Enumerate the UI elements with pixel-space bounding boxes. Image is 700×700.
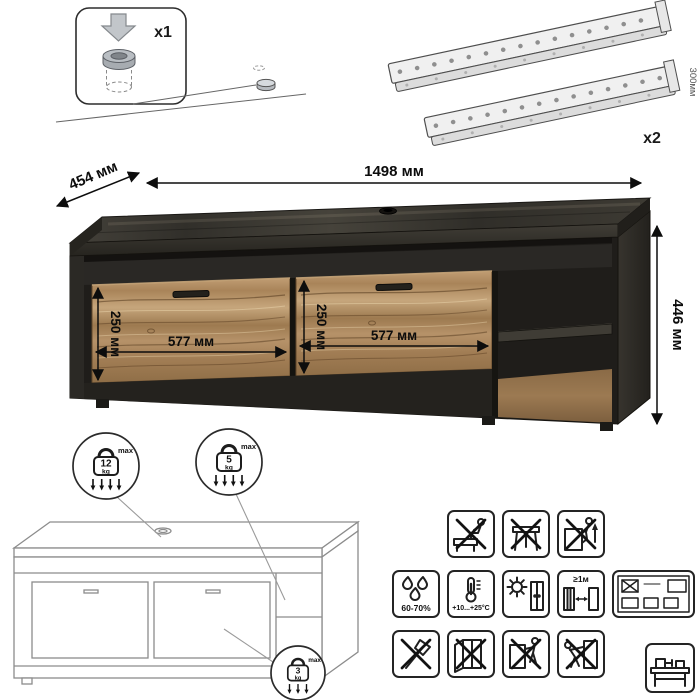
leader-drawer-load: [223, 628, 277, 665]
rails-qty-label: x2: [643, 130, 661, 147]
load-arrows: [90, 479, 122, 491]
rail-length-label: 300мм: [687, 68, 698, 97]
no-carry-alone-icon: [502, 630, 550, 678]
leader-top-load: [116, 496, 162, 538]
no-sit-icon: [447, 510, 495, 558]
drawer-rails-illustration: x2 300мм: [387, 0, 698, 147]
load-callout-top: 12 kg max: [72, 432, 140, 500]
svg-text:kg: kg: [225, 465, 233, 472]
drawer-right-handle: [375, 282, 413, 292]
workbench-icon: [645, 643, 695, 693]
svg-text:5: 5: [226, 455, 232, 466]
humidity-icon: 60-70%: [392, 570, 440, 618]
outline-illustration: [11, 520, 361, 685]
humidity-label: 60-70%: [401, 603, 431, 614]
dim-width: 1498 мм: [145, 163, 643, 189]
no-open-doors-icon: [447, 630, 495, 678]
leader-shelf-load: [235, 493, 286, 601]
svg-text:454 мм: 454 мм: [66, 158, 120, 194]
dim-drawer-right-width: 577 мм: [298, 328, 490, 352]
distance-label: ≥1м: [573, 574, 589, 585]
load-callout-drawer: 3 kg max: [270, 645, 326, 700]
svg-text:1498 мм: 1498 мм: [364, 163, 424, 180]
svg-text:577 мм: 577 мм: [168, 334, 214, 349]
no-sunlight-icon: [502, 570, 550, 618]
svg-text:max: max: [241, 442, 257, 451]
top-panel: [68, 197, 652, 257]
svg-text:250 мм: 250 мм: [314, 304, 329, 350]
kettlebell-icon: 12 kg: [93, 448, 119, 476]
open-shelf: [497, 323, 613, 343]
svg-text:12: 12: [100, 459, 112, 470]
rail-bottom: [423, 59, 681, 146]
dim-height: 446 мм: [651, 224, 686, 426]
foot-callout: x1: [75, 7, 187, 105]
no-tools-icon: [392, 630, 440, 678]
insert-arrow-icon: [100, 13, 137, 42]
drawer-left-handle: [172, 289, 210, 299]
rail-top: [387, 0, 672, 92]
svg-text:250 мм: 250 мм: [108, 311, 123, 357]
foot-qty-label: x1: [154, 24, 172, 41]
load-callout-shelf: 5 kg max: [195, 428, 263, 496]
load-arrows: [213, 475, 245, 487]
no-push-icon: [557, 630, 605, 678]
radiator-distance-icon: ≥1м: [557, 570, 605, 618]
adjustable-foot-icon: [102, 49, 136, 93]
kettlebell-icon: 5 kg: [216, 444, 242, 472]
room-layout-icon: [612, 570, 695, 618]
foot-leader-line: [132, 84, 257, 105]
svg-text:kg: kg: [295, 675, 302, 681]
no-climb-icon: [557, 510, 605, 558]
bottom-shelf-board: [498, 369, 612, 423]
svg-text:kg: kg: [102, 469, 110, 476]
outline-drawer-left: [31, 581, 149, 659]
svg-text:446 мм: 446 мм: [669, 299, 686, 350]
svg-text:577 мм: 577 мм: [371, 328, 417, 343]
panel-edge-line: [55, 93, 307, 123]
load-arrows: [287, 684, 309, 694]
svg-text:max: max: [308, 657, 321, 664]
dim-drawer-left-height: 250 мм: [92, 286, 123, 382]
temperature-icon: +10...+25°C: [447, 570, 495, 618]
svg-text:max: max: [118, 446, 134, 455]
foot-left: [96, 399, 109, 408]
dim-drawer-left-width: 577 мм: [94, 334, 288, 358]
temperature-label: +10...+25°C: [452, 605, 490, 612]
foot-right: [600, 422, 613, 431]
dim-depth: 454 мм: [55, 158, 141, 208]
no-stand-icon: [502, 510, 550, 558]
tv-stand-illustration: [68, 197, 652, 431]
foot-middle: [482, 416, 495, 425]
foot-on-panel-icon: [253, 65, 276, 92]
dim-drawer-right-height: 250 мм: [298, 279, 329, 375]
kettlebell-icon: 3 kg: [286, 657, 310, 682]
outline-drawer-right: [153, 581, 271, 659]
svg-text:3: 3: [296, 665, 301, 675]
